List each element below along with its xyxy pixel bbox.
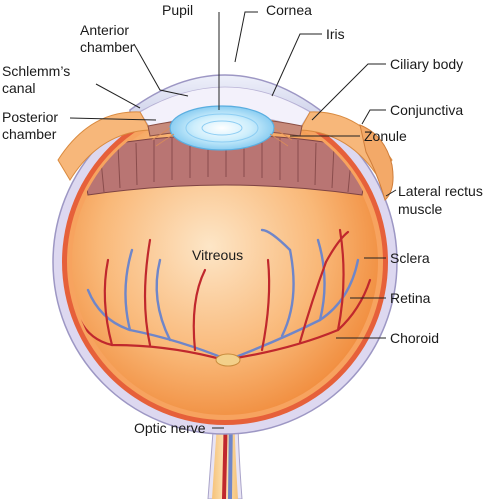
label-conjunctiva: Conjunctiva [390,102,463,118]
retinal-veins [86,228,360,362]
label-choroid: Choroid [390,330,439,346]
lateral-rectus-muscle [359,124,394,201]
leader-lateral-rectus [385,189,397,197]
leader-cornea [234,11,258,63]
labels: Pupil Cornea Anterior chamber Iris Schle… [2,2,487,436]
retinal-arteries [78,228,372,362]
label-pupil: Pupil [162,2,193,18]
label-schlemms-canal-line2: canal [2,80,35,96]
label-cornea: Cornea [266,2,312,18]
label-anterior-chamber-line2: chamber [80,39,135,55]
label-optic-nerve: Optic nerve [134,420,206,436]
label-zonule: Zonule [364,128,407,144]
label-anterior-chamber-line1: Anterior [80,22,129,38]
leader-ciliary-body [311,63,386,121]
label-lateral-rectus-line2: muscle [398,201,443,217]
label-anterior-chamber: Anterior chamber [80,22,135,55]
leader-posterior-chamber [69,117,157,121]
label-iris: Iris [326,26,345,42]
optic-disc [215,353,241,367]
label-posterior-chamber-line2: chamber [2,126,57,142]
label-schlemms-canal-line1: Schlemm’s [2,63,70,79]
zonule [151,127,293,147]
leader-anterior-chamber [133,43,189,97]
lens-ring [185,113,259,143]
lens-ring-inner [201,120,243,136]
leader-schlemms-canal [95,83,141,109]
label-retina: Retina [390,290,431,306]
label-lateral-rectus-muscle: Lateral rectus muscle [398,183,487,217]
lens [169,105,275,151]
leader-iris [271,33,322,97]
label-lateral-rectus-line1: Lateral rectus [398,183,483,199]
label-sclera: Sclera [390,250,430,266]
label-ciliary-body: Ciliary body [390,56,463,72]
label-posterior-chamber-line1: Posterior [2,109,58,125]
retinal-vessels [78,228,372,362]
label-posterior-chamber: Posterior chamber [2,109,62,142]
label-schlemms-canal: Schlemm’s canal [2,63,74,96]
label-vitreous: Vitreous [192,247,243,263]
leader-conjunctiva [361,109,386,125]
leader-lines [69,11,397,429]
